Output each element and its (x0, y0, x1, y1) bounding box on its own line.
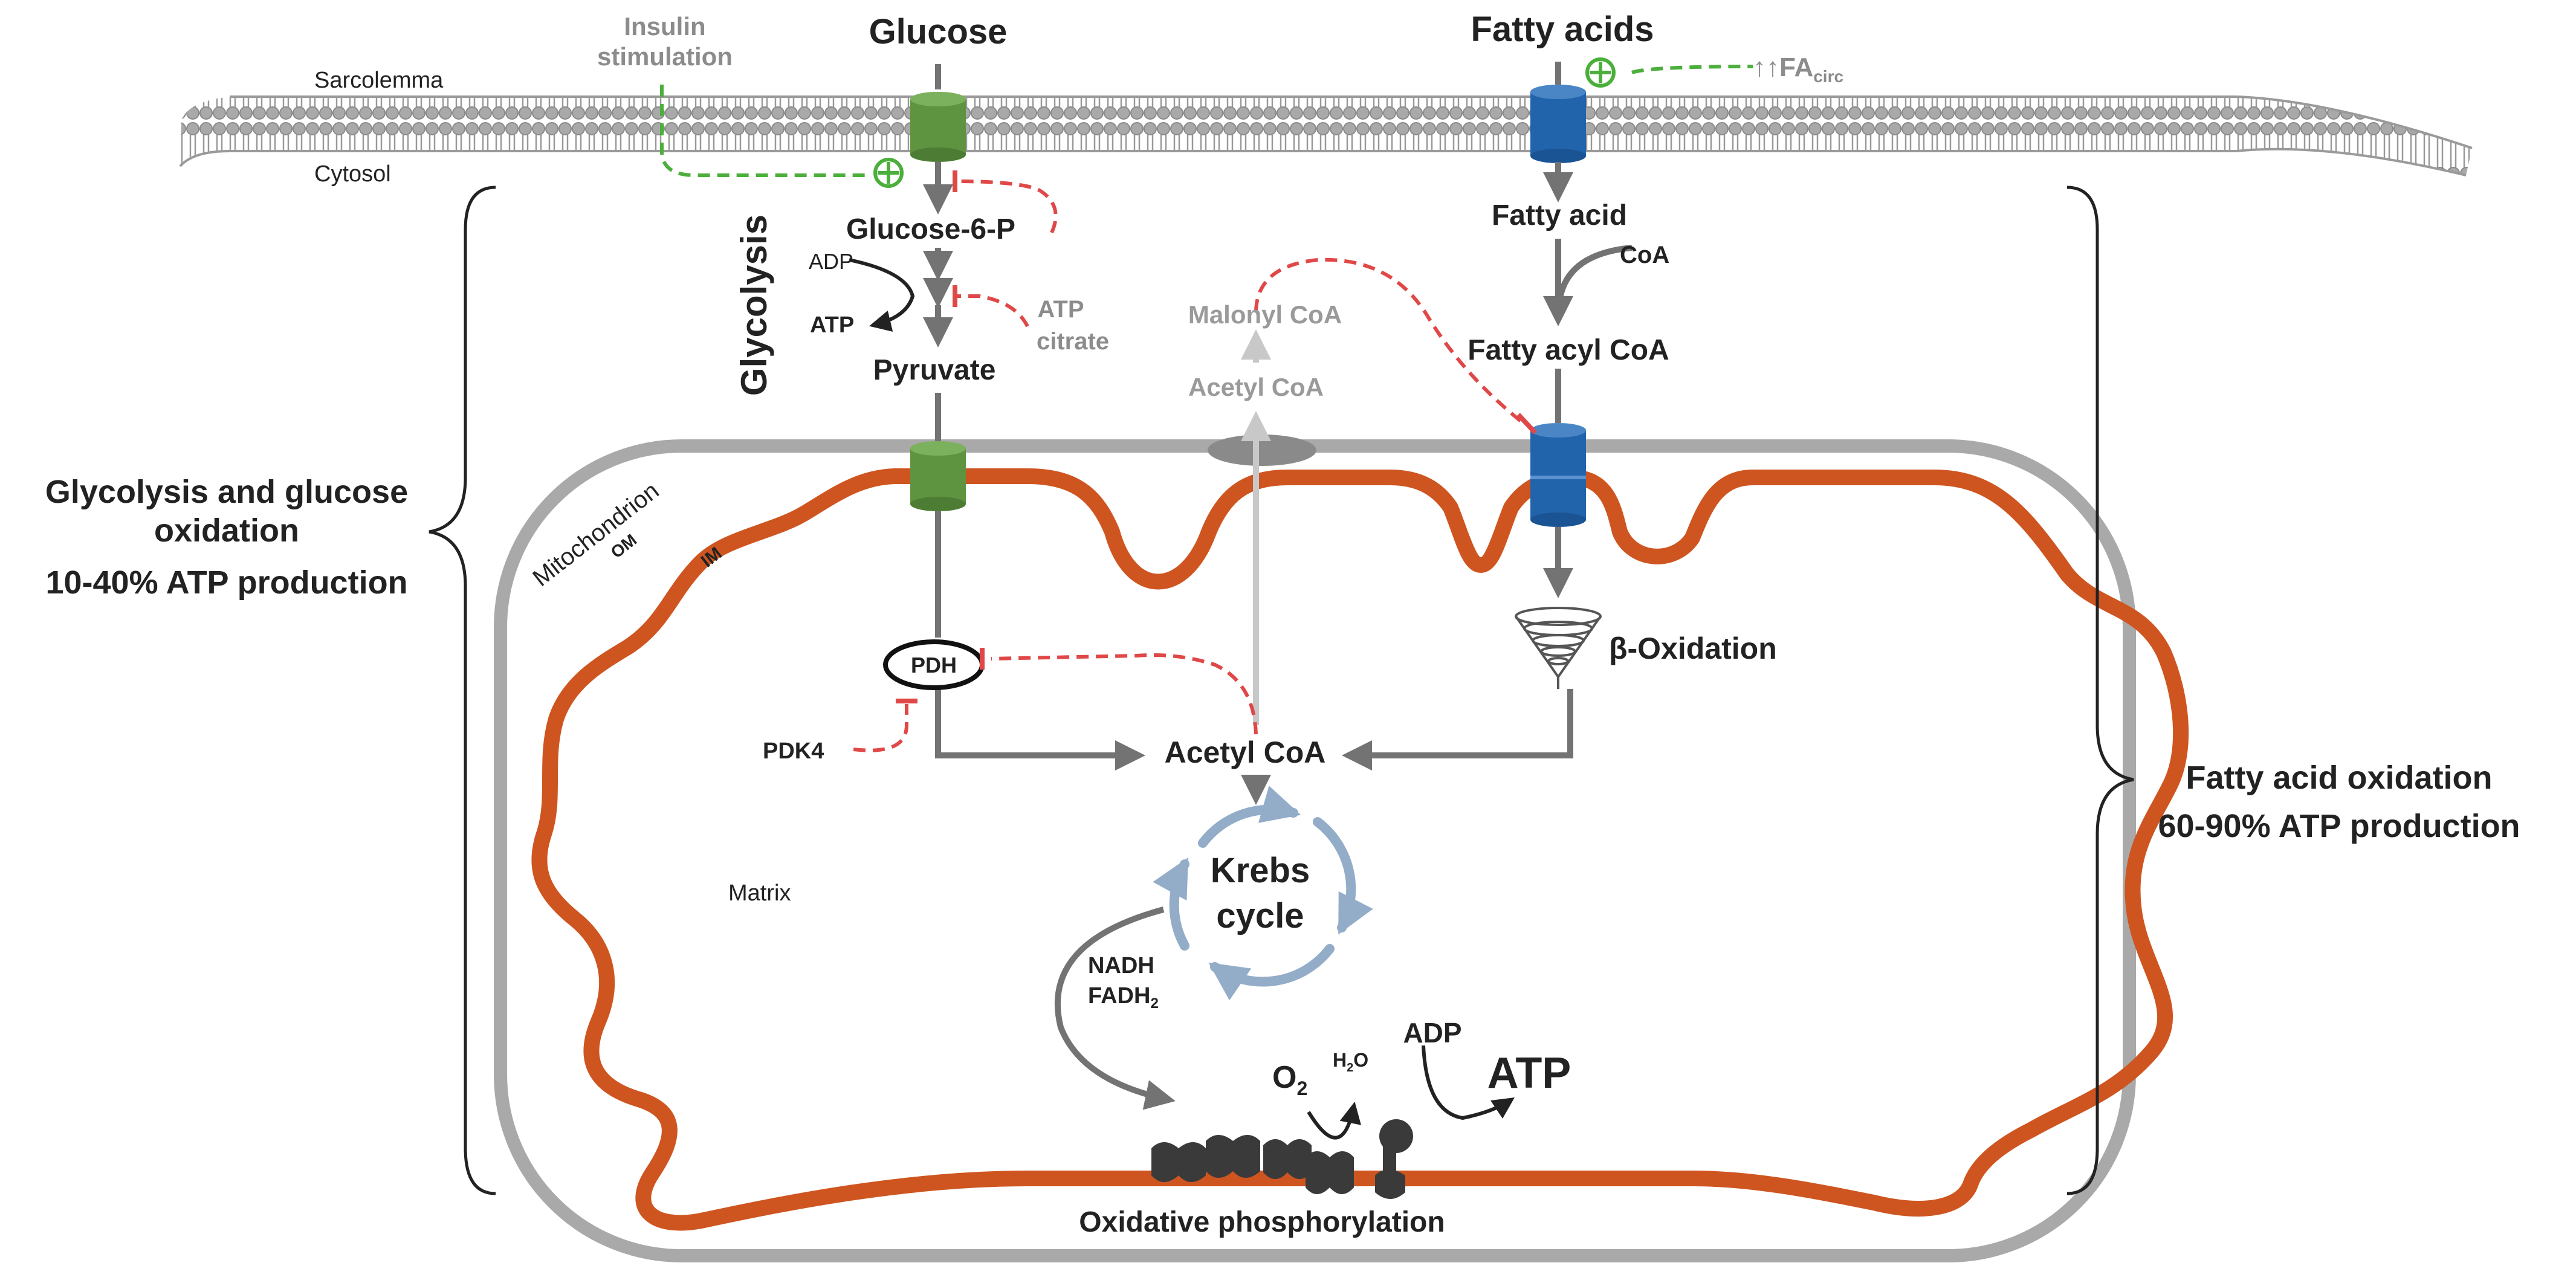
fa-circ-label: ↑↑FAcirc (1753, 53, 1843, 86)
fadh2-label: FADH2 (1088, 983, 1159, 1012)
glut-transporter (910, 92, 966, 162)
matrix-label: Matrix (728, 880, 791, 906)
beta-oxidation-label: β-Oxidation (1609, 632, 1777, 665)
glucose-pathway-arrows (923, 64, 1145, 771)
glycolysis-label: Glycolysis (734, 215, 774, 396)
circle-plus-icon (873, 57, 1616, 188)
coa-label: CoA (1620, 242, 1669, 268)
fatty-acids-label: Fatty acids (1471, 10, 1654, 49)
right-summary-line-2: 60-90% ATP production (2158, 808, 2520, 844)
sarcolemma-label: Sarcolemma (314, 68, 444, 93)
acetyl-coa-matrix-label: Acetyl CoA (1165, 735, 1326, 769)
spiral-cone-icon (1515, 607, 1602, 689)
mitochondrion-outer-membrane (494, 439, 2136, 1262)
right-brace (2066, 186, 2134, 1195)
stimulation-label: stimulation (597, 42, 733, 71)
left-summary-line-3: 10-40% ATP production (45, 564, 407, 601)
nadh-arrow (1055, 906, 1176, 1110)
mitochondrion-inner-membrane (531, 468, 2189, 1231)
cpt-transporter (1530, 423, 1586, 527)
atp-oxphos-label: ATP (1487, 1049, 1571, 1097)
oxphos-arrows (1307, 1045, 1515, 1140)
pyruvate-label: Pyruvate (873, 354, 996, 386)
oxphos-label: Oxidative phosphorylation (1079, 1206, 1445, 1238)
glucose-6-p-label: Glucose-6-P (846, 213, 1015, 245)
fatty-acid-transporter (1530, 85, 1586, 163)
fatty-acid-label: Fatty acid (1492, 199, 1627, 231)
fatty-acyl-coa-label: Fatty acyl CoA (1468, 334, 1669, 366)
pdk4-label: PDK4 (763, 738, 824, 764)
adp-glycolysis-label: ADP (809, 249, 853, 274)
pyruvate-carrier (910, 441, 966, 511)
adp-atp-glycolysis-arrow (849, 258, 915, 332)
atp-glycolysis-label: ATP (810, 312, 854, 338)
krebs-cycle (1153, 786, 1373, 1001)
stimulation-lines (660, 65, 1753, 177)
h2o-label: H2O (1333, 1049, 1368, 1074)
citrate-inhibitor-label: citrate (1037, 328, 1109, 355)
glucose-label: Glucose (869, 12, 1008, 51)
mitochondrion-label: Mitochondrion (528, 477, 664, 592)
electron-transport-complexes (1151, 1119, 1413, 1199)
o2-label: O2 (1272, 1060, 1307, 1099)
t-bar-inhibition-icon (896, 170, 1537, 703)
krebs-label: Krebs (1211, 851, 1310, 890)
acetyl-coa-carrier (1208, 435, 1316, 466)
adp-oxphos-label: ADP (1403, 1017, 1461, 1049)
left-summary-line-1: Glycolysis and glucose (45, 474, 408, 510)
acetyl-coa-cytosol-label: Acetyl CoA (1188, 373, 1324, 401)
atp-inhibitor-label: ATP (1037, 296, 1084, 323)
nadh-label: NADH (1088, 953, 1154, 978)
right-summary-line-1: Fatty acid oxidation (2186, 760, 2492, 796)
cycle-label: cycle (1216, 896, 1304, 935)
inhibition-lines (853, 179, 1524, 752)
insulin-label: Insulin (624, 12, 705, 40)
malonyl-coa-label: Malonyl CoA (1188, 300, 1342, 329)
cytosol-label: Cytosol (314, 161, 391, 187)
left-brace (429, 186, 496, 1195)
sarcolemma-membrane (179, 95, 2473, 176)
left-summary-line-2: oxidation (154, 512, 299, 549)
pdh-label: PDH (911, 653, 957, 677)
fatty-acid-pathway-arrows (1241, 62, 1633, 805)
